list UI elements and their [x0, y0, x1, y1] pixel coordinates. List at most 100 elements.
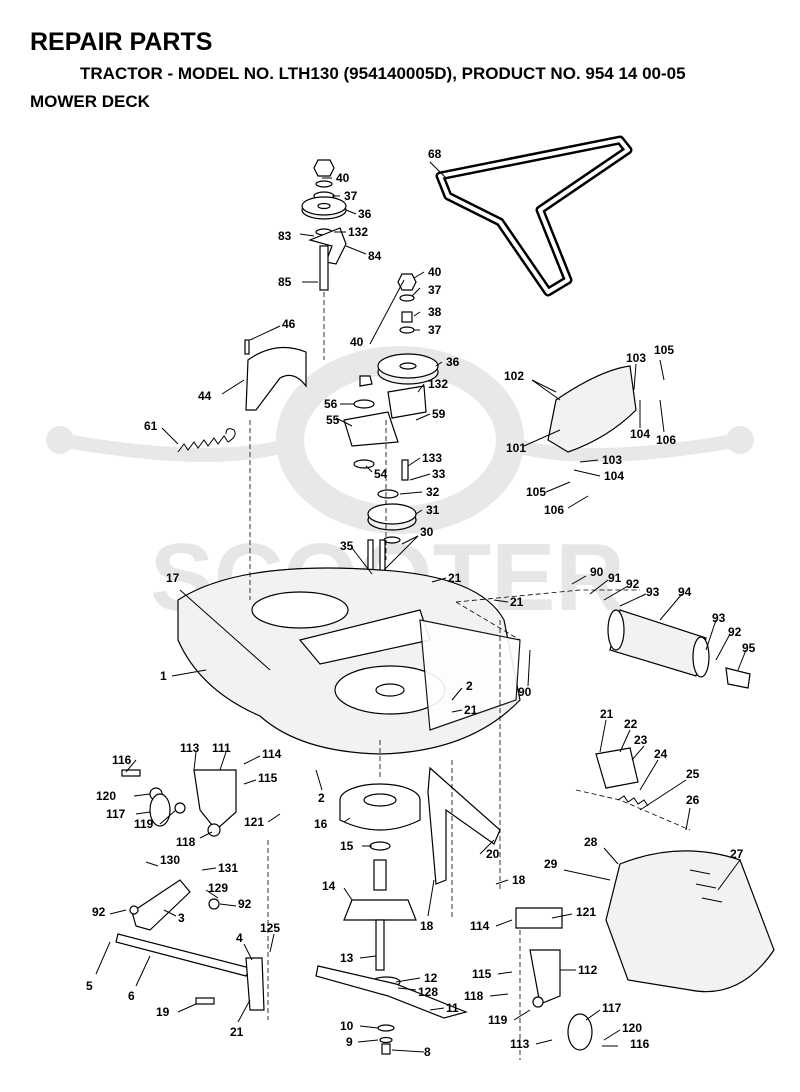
callout-92: 92: [238, 897, 252, 911]
callout-21: 21: [464, 703, 478, 717]
rear-gauge-wheel-assembly: [515, 907, 593, 1051]
callout-32: 32: [426, 485, 440, 499]
callout-2: 2: [466, 679, 473, 693]
callout-1: 1: [160, 669, 167, 683]
callout-59: 59: [432, 407, 446, 421]
callout-92: 92: [626, 577, 640, 591]
callout-46: 46: [282, 317, 296, 331]
callout-18: 18: [420, 919, 434, 933]
callout-20: 20: [486, 847, 500, 861]
callout-112: 112: [578, 963, 598, 977]
callout-93: 93: [712, 611, 726, 625]
callout-14: 14: [322, 879, 336, 893]
callout-94: 94: [678, 585, 692, 599]
callout-131: 131: [218, 861, 238, 875]
callout-44: 44: [198, 389, 212, 403]
spring: [177, 428, 236, 453]
callout-119: 119: [488, 1013, 508, 1027]
callout-121: 121: [576, 905, 596, 919]
callout-40: 40: [350, 335, 364, 349]
callout-21: 21: [448, 571, 462, 585]
callout-13: 13: [340, 951, 354, 965]
callout-113: 113: [180, 741, 200, 755]
callout-92: 92: [92, 905, 106, 919]
callout-132: 132: [428, 377, 448, 391]
callout-130: 130: [160, 853, 180, 867]
callout-105: 105: [654, 343, 674, 357]
callout-3: 3: [178, 911, 185, 925]
callout-25: 25: [686, 767, 700, 781]
callout-93: 93: [646, 585, 660, 599]
callout-68: 68: [428, 147, 442, 161]
callout-120: 120: [622, 1021, 642, 1035]
callout-95: 95: [742, 641, 756, 655]
anti-scalp-roller: [607, 609, 751, 689]
callout-114: 114: [262, 747, 282, 761]
callout-104: 104: [604, 469, 624, 483]
callout-133: 133: [422, 451, 442, 465]
callout-37: 37: [428, 323, 442, 337]
callout-22: 22: [624, 717, 638, 731]
callout-90: 90: [518, 685, 532, 699]
chute-hinge-assembly: [595, 747, 649, 807]
callout-40: 40: [336, 171, 350, 185]
callout-129: 129: [208, 881, 228, 895]
callout-92: 92: [728, 625, 742, 639]
callout-4: 4: [236, 931, 243, 945]
callout-111: 111: [212, 741, 231, 755]
model-subtitle: TRACTOR - MODEL NO. LTH130 (954140005D),…: [80, 64, 686, 83]
callout-31: 31: [426, 503, 440, 517]
callout-37: 37: [344, 189, 358, 203]
callout-24: 24: [654, 747, 668, 761]
callout-19: 19: [156, 1005, 170, 1019]
callout-56: 56: [324, 397, 338, 411]
page-title: REPAIR PARTS: [30, 28, 213, 56]
callout-128: 128: [418, 985, 438, 999]
idler-pulley-assembly: [301, 159, 347, 291]
callout-36: 36: [446, 355, 460, 369]
callout-21: 21: [230, 1025, 244, 1039]
callout-132: 132: [348, 225, 368, 239]
callout-103: 103: [602, 453, 622, 467]
callout-118: 118: [176, 835, 196, 849]
callout-125: 125: [260, 921, 280, 935]
callout-27: 27: [730, 847, 744, 861]
callout-29: 29: [544, 857, 558, 871]
callout-117: 117: [106, 807, 126, 821]
callout-104: 104: [630, 427, 650, 441]
callout-40: 40: [428, 265, 442, 279]
callout-113: 113: [510, 1037, 530, 1051]
belt-guard: [245, 346, 307, 411]
callout-9: 9: [346, 1035, 353, 1049]
callout-10: 10: [340, 1019, 354, 1033]
callout-33: 33: [432, 467, 446, 481]
callout-105: 105: [526, 485, 546, 499]
callout-85: 85: [278, 275, 292, 289]
callout-55: 55: [326, 413, 340, 427]
callout-35: 35: [340, 539, 354, 553]
callout-37: 37: [428, 283, 442, 297]
callout-91: 91: [608, 571, 622, 585]
callout-83: 83: [278, 229, 292, 243]
callout-116: 116: [630, 1037, 650, 1051]
callout-84: 84: [368, 249, 382, 263]
callout-21: 21: [600, 707, 614, 721]
callout-103: 103: [626, 351, 646, 365]
section-title: MOWER DECK: [30, 92, 150, 111]
callout-36: 36: [358, 207, 372, 221]
callout-5: 5: [86, 979, 93, 993]
callout-17: 17: [166, 571, 180, 585]
callout-116: 116: [112, 753, 132, 767]
callout-61: 61: [144, 419, 158, 433]
callout-30: 30: [420, 525, 434, 539]
callout-118: 118: [464, 989, 484, 1003]
callout-23: 23: [634, 733, 648, 747]
callout-106: 106: [656, 433, 676, 447]
callout-6: 6: [128, 989, 135, 1003]
leader-lines: [95, 161, 747, 1053]
callout-28: 28: [584, 835, 598, 849]
callout-114: 114: [470, 919, 490, 933]
callout-120: 120: [96, 789, 116, 803]
callout-2: 2: [318, 791, 325, 805]
